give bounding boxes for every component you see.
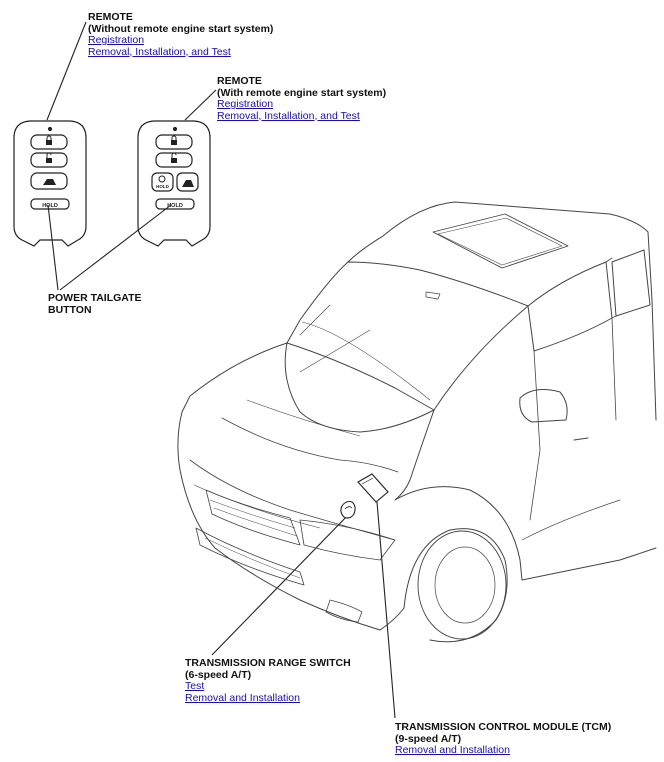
hold-button-label-2: HOLD — [167, 203, 183, 209]
test-link[interactable]: Test — [185, 680, 205, 692]
callout-remote-without-engine-start: REMOTE (Without remote engine start syst… — [88, 11, 274, 58]
leader-lines — [46, 21, 396, 719]
transmission-range-switch-part — [340, 500, 356, 519]
removal-installation-link[interactable]: Removal and Installation — [185, 691, 300, 704]
callout-line-1: POWER TAILGATE — [48, 292, 142, 304]
callout-title: TRANSMISSION CONTROL MODULE (TCM) — [395, 721, 612, 733]
registration-link[interactable]: Registration — [88, 34, 145, 46]
vehicle-outline — [177, 201, 657, 643]
removal-installation-test-link[interactable]: Removal, Installation, and Test — [88, 45, 231, 58]
callout-power-tailgate-button: POWER TAILGATE BUTTON — [48, 292, 142, 316]
hold-button-label-1: HOLD — [42, 203, 58, 209]
callout-subtitle: (With remote engine start system) — [217, 86, 387, 99]
tcm-part — [357, 473, 389, 503]
callout-subtitle: (9-speed A/T) — [395, 732, 462, 745]
remote-fob-with-engine-start: HOLD HOLD — [137, 120, 211, 247]
callout-transmission-range-switch: TRANSMISSION RANGE SWITCH (6-speed A/T) … — [185, 657, 351, 704]
callout-title: TRANSMISSION RANGE SWITCH — [185, 657, 351, 669]
registration-link[interactable]: Registration — [217, 98, 274, 110]
callout-subtitle: (6-speed A/T) — [185, 668, 252, 681]
callout-subtitle: (Without remote engine start system) — [88, 22, 274, 35]
callout-remote-with-engine-start: REMOTE (With remote engine start system)… — [217, 75, 387, 122]
callout-line-2: BUTTON — [48, 303, 92, 316]
callout-title: REMOTE — [88, 11, 133, 23]
callout-tcm: TRANSMISSION CONTROL MODULE (TCM) (9-spe… — [395, 721, 612, 757]
removal-installation-link[interactable]: Removal and Installation — [395, 744, 510, 756]
hold-label-start: HOLD — [156, 184, 169, 189]
remote-fob-without-engine-start: HOLD — [13, 120, 87, 247]
removal-installation-test-link[interactable]: Removal, Installation, and Test — [217, 109, 360, 122]
callout-title: REMOTE — [217, 75, 262, 87]
